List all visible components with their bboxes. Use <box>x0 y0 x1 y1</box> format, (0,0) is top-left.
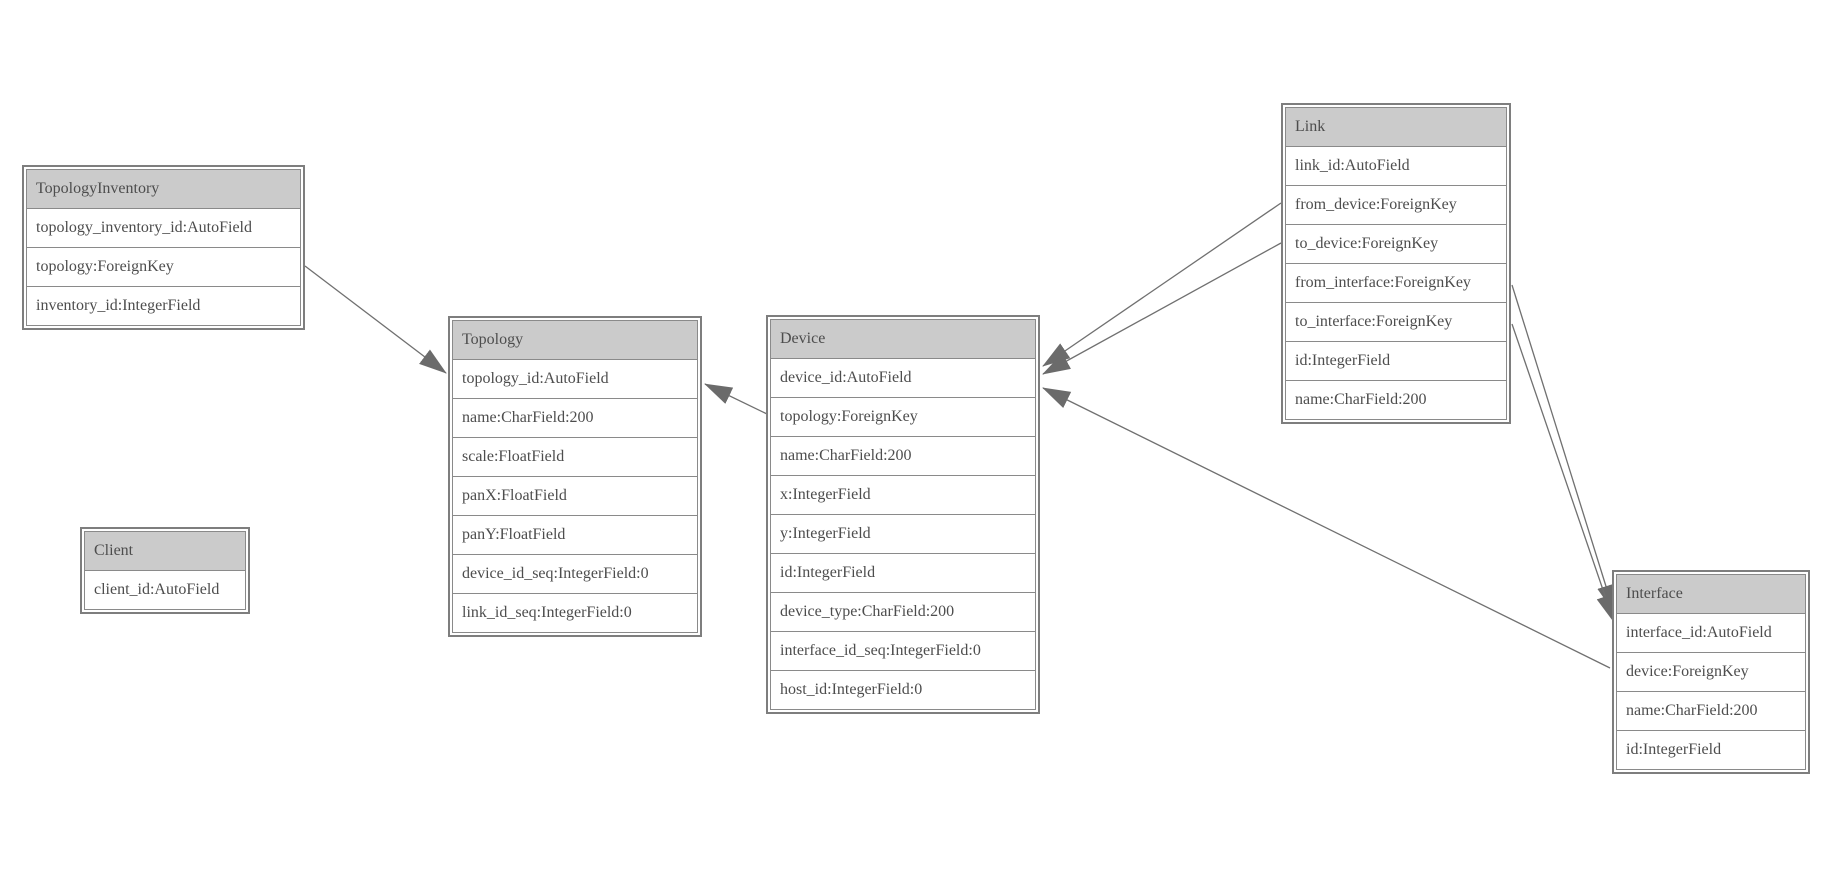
field-row: y:IntegerField <box>770 514 1036 554</box>
edge-link-todevice-device <box>1042 242 1282 375</box>
edge-link-tointerface-interface <box>1511 323 1615 623</box>
field-row: topology_id:AutoField <box>452 359 698 399</box>
field-row: x:IntegerField <box>770 475 1036 515</box>
field-row: link_id:AutoField <box>1285 146 1507 186</box>
entity-link: Link link_id:AutoField from_device:Forei… <box>1281 103 1511 424</box>
field-row: interface_id:AutoField <box>1616 613 1806 653</box>
entity-client: Client client_id:AutoField <box>80 527 250 614</box>
entity-device-title: Device <box>770 319 1036 359</box>
edge-link-frominterface-interface <box>1511 284 1615 613</box>
field-row: device_id_seq:IntegerField:0 <box>452 554 698 594</box>
field-row: to_interface:ForeignKey <box>1285 302 1507 342</box>
edge-device-topology <box>704 383 768 415</box>
field-row: name:CharField:200 <box>452 398 698 438</box>
entity-topology-inventory-title: TopologyInventory <box>26 169 301 209</box>
field-row: id:IntegerField <box>1616 730 1806 770</box>
field-row: interface_id_seq:IntegerField:0 <box>770 631 1036 671</box>
entity-topology: Topology topology_id:AutoField name:Char… <box>448 316 702 637</box>
field-row: name:CharField:200 <box>1285 380 1507 420</box>
field-row: topology:ForeignKey <box>770 397 1036 437</box>
field-row: to_device:ForeignKey <box>1285 224 1507 264</box>
field-row: panX:FloatField <box>452 476 698 516</box>
entity-interface-title: Interface <box>1616 574 1806 614</box>
field-row: device_id:AutoField <box>770 358 1036 398</box>
field-row: name:CharField:200 <box>770 436 1036 476</box>
field-row: client_id:AutoField <box>84 570 246 610</box>
field-row: topology_inventory_id:AutoField <box>26 208 301 248</box>
edge-interface-device-device <box>1042 387 1611 669</box>
entity-link-title: Link <box>1285 107 1507 147</box>
field-row: name:CharField:200 <box>1616 691 1806 731</box>
field-row: id:IntegerField <box>1285 341 1507 381</box>
field-row: from_interface:ForeignKey <box>1285 263 1507 303</box>
field-row: inventory_id:IntegerField <box>26 286 301 326</box>
entity-topology-inventory: TopologyInventory topology_inventory_id:… <box>22 165 305 330</box>
entity-interface: Interface interface_id:AutoField device:… <box>1612 570 1810 774</box>
field-row: device_type:CharField:200 <box>770 592 1036 632</box>
entity-device: Device device_id:AutoField topology:Fore… <box>766 315 1040 714</box>
field-row: panY:FloatField <box>452 515 698 555</box>
entity-client-title: Client <box>84 531 246 571</box>
field-row: id:IntegerField <box>770 553 1036 593</box>
edge-link-fromdevice-device <box>1042 202 1282 367</box>
field-row: scale:FloatField <box>452 437 698 477</box>
field-row: topology:ForeignKey <box>26 247 301 287</box>
field-row: link_id_seq:IntegerField:0 <box>452 593 698 633</box>
field-row: device:ForeignKey <box>1616 652 1806 692</box>
field-row: host_id:IntegerField:0 <box>770 670 1036 710</box>
entity-topology-title: Topology <box>452 320 698 360</box>
edge-topologyinventory-topology <box>304 265 447 374</box>
field-row: from_device:ForeignKey <box>1285 185 1507 225</box>
